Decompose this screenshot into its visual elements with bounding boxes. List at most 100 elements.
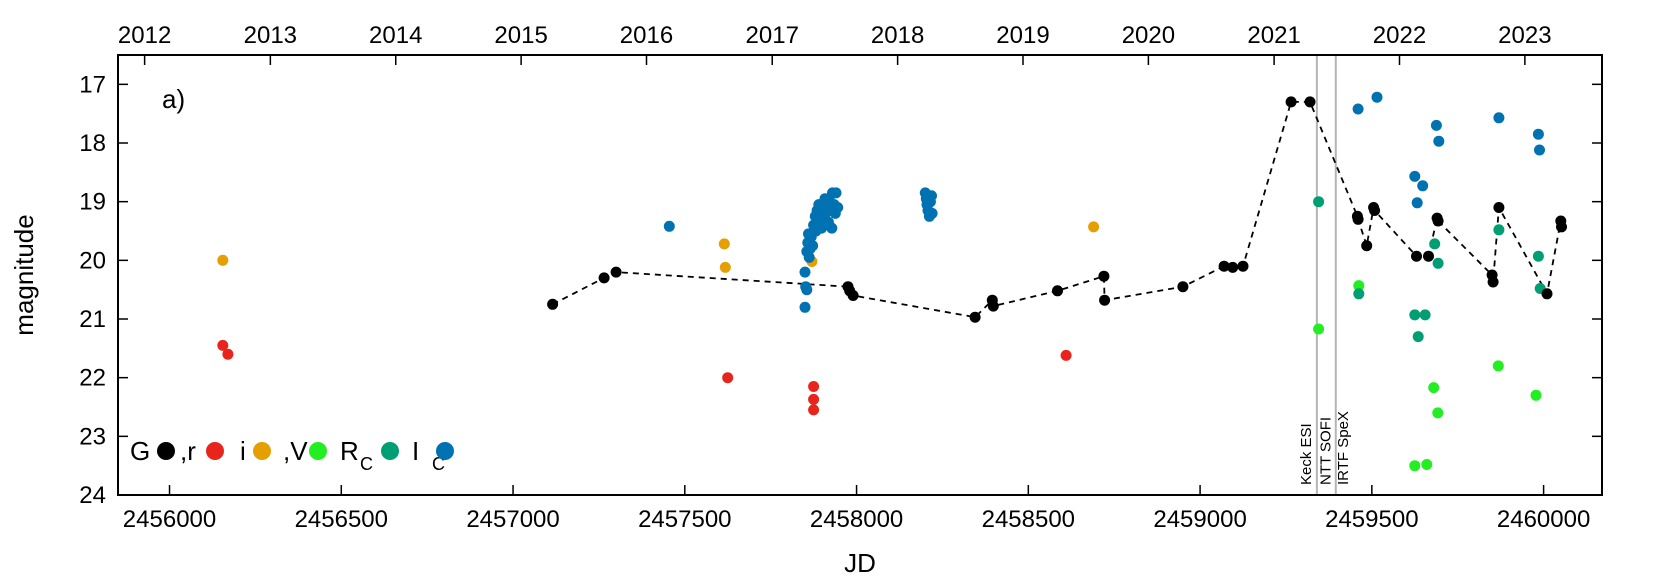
data-point-r (217, 339, 229, 351)
data-point-ic (799, 266, 811, 278)
top-year-label: 2014 (369, 22, 422, 49)
legend-label: ,r (180, 436, 196, 466)
top-year-label: 2015 (494, 22, 547, 49)
data-point-ic (1433, 135, 1445, 147)
data-point-g (1361, 240, 1373, 252)
y-tick-label: 22 (79, 365, 106, 392)
legend-marker (436, 442, 454, 460)
y-tick-label: 24 (79, 482, 106, 509)
data-point-i (217, 254, 229, 266)
legend-label: G (130, 436, 150, 466)
legend-label-subscript: C (360, 454, 373, 474)
data-point-g (1177, 281, 1189, 293)
y-axis-label: magnitude (9, 214, 39, 335)
data-point-v (1492, 360, 1504, 372)
plot-frame (117, 54, 1603, 496)
y-tick-label: 21 (79, 306, 106, 333)
data-point-ic (803, 251, 815, 263)
data-point-ic (926, 190, 937, 202)
data-point-g (1487, 276, 1499, 288)
data-point-g (847, 290, 859, 301)
data-point-ic (1417, 180, 1429, 192)
data-point-ic (1430, 119, 1442, 131)
data-point-g (1541, 288, 1553, 300)
data-point-rc (1412, 331, 1424, 343)
data-point-ic (826, 222, 838, 234)
data-point-ic (807, 240, 819, 252)
data-point-rc (1313, 196, 1325, 208)
data-point-g (1218, 260, 1230, 272)
top-year-label: 2012 (118, 22, 171, 49)
data-point-ic (830, 187, 842, 199)
data-point-r (1060, 349, 1072, 361)
x-tick-label: 2458500 (982, 506, 1075, 533)
legend-marker (381, 442, 399, 460)
legend-marker (309, 442, 327, 460)
data-point-ic (1532, 128, 1544, 140)
data-point-v (1428, 382, 1440, 394)
data-point-rc (1532, 250, 1544, 262)
data-point-rc (1429, 238, 1441, 250)
top-year-label: 2018 (871, 22, 924, 49)
data-point-g (1304, 96, 1316, 108)
data-point-ic (1352, 103, 1364, 115)
x-tick-label: 2456000 (123, 506, 216, 533)
legend-label: i (240, 436, 246, 466)
data-point-ic (832, 202, 844, 213)
legend-marker (206, 442, 224, 460)
data-point-v (1530, 389, 1542, 401)
data-point-v (1313, 323, 1325, 335)
data-point-v (1421, 459, 1433, 470)
y-tick-label: 18 (79, 130, 106, 157)
chart-lines-layer (552, 55, 1563, 495)
data-point-ic (663, 220, 675, 232)
data-point-rc (1493, 224, 1505, 236)
data-point-g (1099, 294, 1111, 306)
legend-label: I (412, 436, 419, 466)
top-year-label: 2021 (1247, 22, 1300, 49)
data-point-rc (1353, 288, 1365, 300)
data-point-r (808, 381, 820, 392)
x-tick-label: 2457000 (466, 506, 559, 533)
data-point-g (1556, 221, 1567, 233)
series-g-dashed-line (552, 101, 1563, 319)
data-point-g (969, 311, 981, 323)
data-point-g (987, 300, 999, 312)
x-tick-label: 2459000 (1153, 506, 1246, 533)
x-tick-label: 2459500 (1325, 506, 1418, 533)
data-point-i (718, 238, 730, 250)
x-tick-label: 2457500 (638, 506, 731, 533)
data-point-g (1493, 202, 1505, 213)
data-point-ic (1493, 112, 1505, 124)
data-point-g (1227, 261, 1239, 273)
x-tick-label: 2458000 (810, 506, 903, 533)
legend-marker (253, 442, 271, 460)
data-point-rc (1419, 309, 1431, 321)
top-year-label: 2020 (1122, 22, 1175, 49)
y-tick-label: 19 (79, 189, 106, 216)
data-point-ic (1411, 197, 1423, 209)
data-point-ic (926, 207, 938, 219)
data-point-ic (801, 284, 813, 296)
top-year-label: 2023 (1498, 22, 1551, 49)
top-year-label: 2019 (996, 22, 1049, 49)
data-point-g (1237, 260, 1249, 272)
data-point-ic (1534, 144, 1545, 156)
legend-label: ,V (283, 436, 308, 466)
instrument-label: NTT SOFI (1318, 417, 1335, 485)
data-point-v (1409, 460, 1421, 472)
data-point-g (610, 266, 622, 278)
data-point-g (1352, 213, 1364, 225)
panel-label: a) (162, 84, 185, 114)
data-point-r (222, 348, 234, 360)
x-tick-label: 2456500 (295, 506, 388, 533)
instrument-label: IRTF SpeX (1335, 411, 1352, 485)
y-tick-label: 20 (79, 247, 106, 274)
data-point-r (808, 393, 820, 405)
data-point-r (722, 372, 734, 384)
x-tick-label: 2460000 (1497, 506, 1590, 533)
top-year-label: 2013 (244, 22, 297, 49)
